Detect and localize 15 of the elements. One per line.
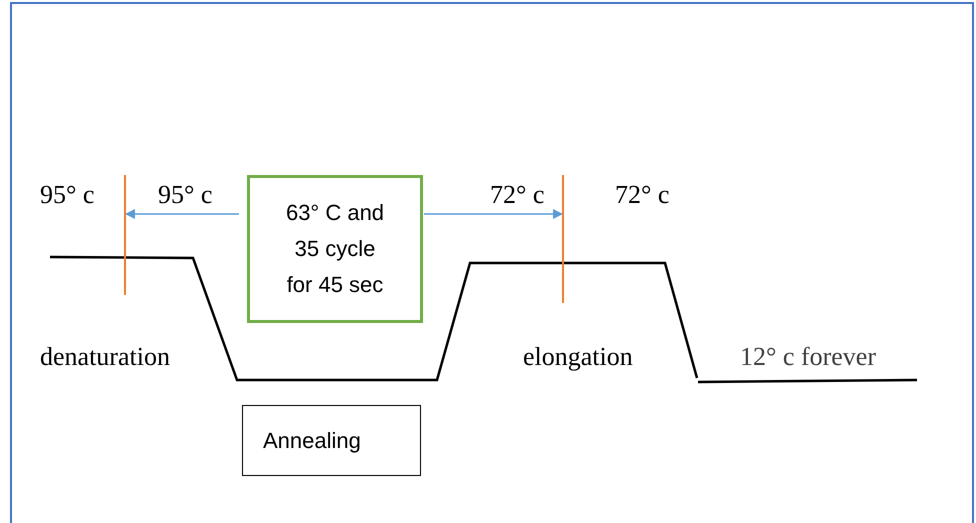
temperature-marker-line [562,175,564,303]
temperature-label: 72° c [615,179,670,211]
step-text: 63° C and 35 cycle for 45 sec [284,199,386,299]
arrow [424,209,563,219]
temperature-marker-line [124,175,126,295]
stage-label: elongation [523,341,633,373]
arrow [125,209,239,219]
stage-label: denaturation [40,341,170,373]
step-box [247,175,423,323]
step-text: Annealing [263,427,361,455]
temperature-label: 72° c [490,179,544,211]
stage-label: 12° c forever [740,341,876,373]
step-box [242,405,421,476]
temperature-label: 95° c [158,179,212,211]
temperature-label: 95° c [40,179,94,211]
